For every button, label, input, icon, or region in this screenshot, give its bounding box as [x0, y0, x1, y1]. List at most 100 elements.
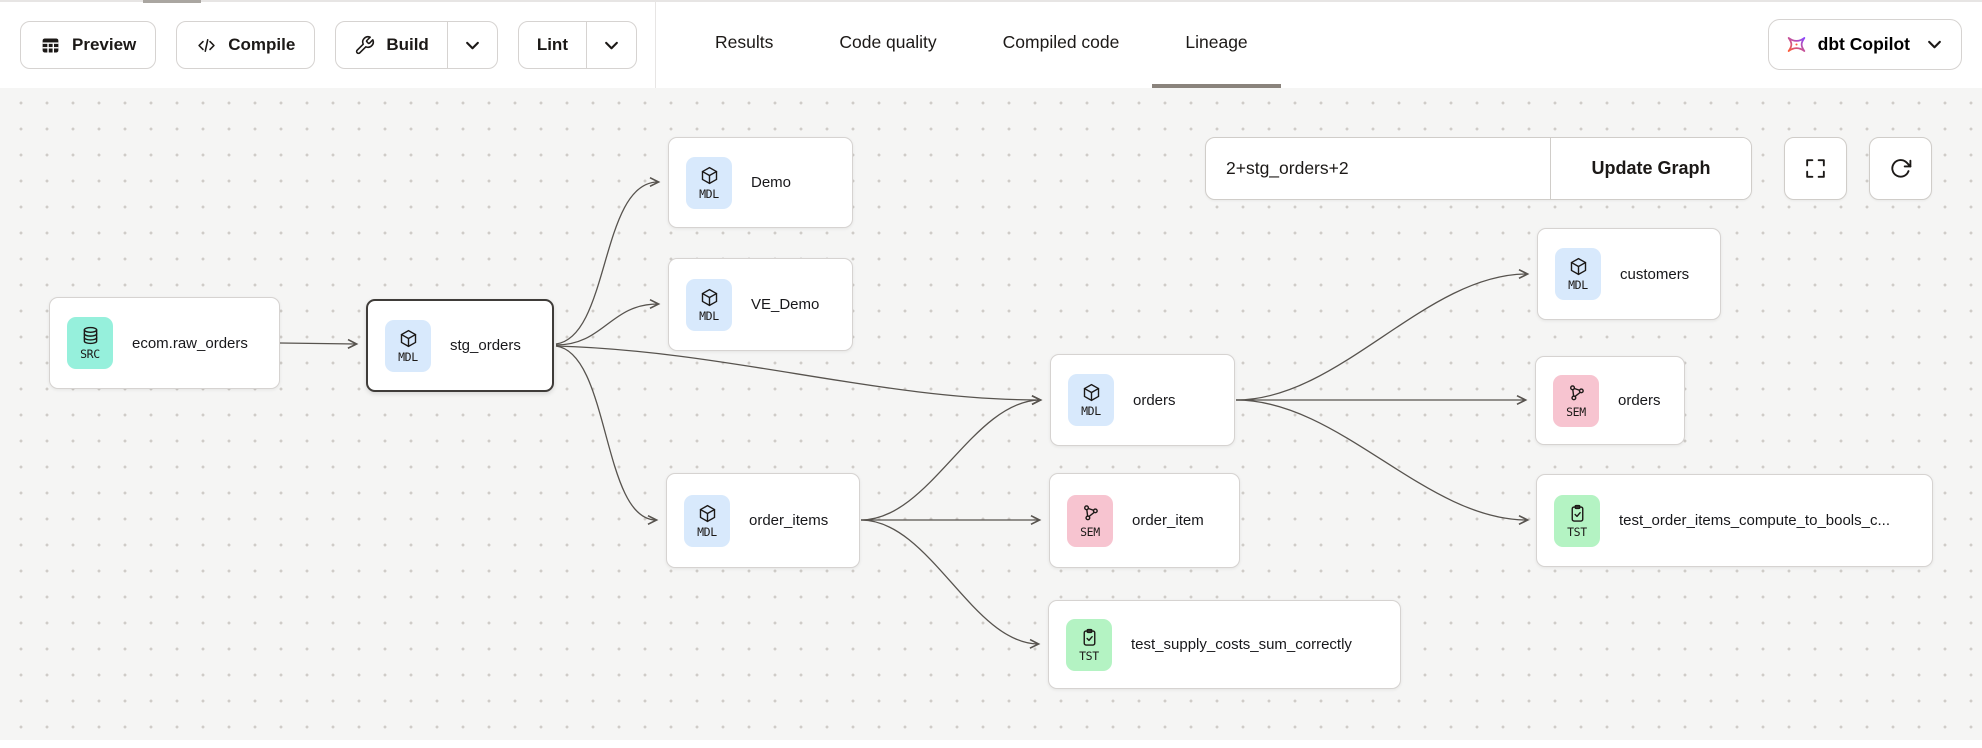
cube-icon [699, 287, 720, 308]
lineage-node-VE_Demo[interactable]: MDL VE_Demo [668, 258, 853, 351]
model-badge: MDL [385, 319, 431, 372]
badge-label: MDL [1568, 278, 1588, 292]
lint-label: Lint [536, 35, 568, 54]
node-label: test_order_items_compute_to_bools_c... [1619, 512, 1890, 529]
semantic-model-badge: SEM [1067, 494, 1113, 547]
lineage-node-order_item-sem[interactable]: SEM order_item [1049, 473, 1240, 568]
refresh-icon [1891, 159, 1912, 178]
chevron-down-icon [605, 41, 618, 49]
chevron-down-icon [465, 41, 479, 49]
cube-icon [398, 328, 419, 349]
model-badge: MDL [1068, 374, 1114, 426]
test-icon [1567, 503, 1588, 524]
node-label: order_items [749, 512, 829, 529]
edge-raw_orders-stg_orders [279, 338, 359, 349]
lineage-node-customers[interactable]: MDL customers [1537, 228, 1721, 320]
lineage-node-stg_orders[interactable]: MDL stg_orders [366, 299, 554, 392]
cube-icon [1081, 382, 1102, 403]
edge-stg_orders-order_items [555, 345, 659, 526]
dbt-copilot-icon [1787, 36, 1805, 52]
fullscreen-icon [1806, 159, 1825, 178]
badge-label: SRC [80, 347, 100, 361]
copilot-label: dbt Copilot [1817, 33, 1910, 54]
badge-label: MDL [699, 186, 719, 201]
tab-results-label: Results [714, 31, 774, 52]
update-graph-label: Update Graph [1591, 158, 1711, 178]
build-button[interactable]: Build [336, 22, 447, 68]
lineage-node-orders-model[interactable]: MDL orders [1050, 354, 1235, 446]
dbt-copilot-button[interactable]: dbt Copilot [1767, 18, 1962, 70]
lineage-node-order_items[interactable]: MDL order_items [666, 473, 860, 568]
lineage-node-test_order_items[interactable]: TST test_order_items_compute_to_bools_c.… [1536, 474, 1933, 567]
node-label: orders [1133, 391, 1176, 409]
build-label: Build [386, 35, 429, 54]
compile-button[interactable]: Compile [176, 21, 316, 69]
selector-input[interactable] [1206, 138, 1550, 199]
model-badge: MDL [1555, 248, 1601, 300]
tab-lineage[interactable]: Lineage [1152, 0, 1281, 88]
toolbar: Preview Compile Build [0, 0, 1982, 88]
lint-button[interactable]: Lint [519, 22, 586, 68]
lineage-node-Demo[interactable]: MDL Demo [668, 137, 853, 228]
badge-label: MDL [697, 524, 717, 539]
badge-label: SEM [1566, 404, 1586, 419]
edge-stg_orders-Demo [555, 176, 661, 345]
cube-icon [699, 165, 720, 186]
semantic-model-icon [1080, 503, 1101, 524]
result-tabs: Results Code quality Compiled code Linea… [682, 0, 1281, 88]
test-badge: TST [1554, 494, 1600, 547]
compile-label: Compile [228, 35, 296, 54]
node-label: test_supply_costs_sum_correctly [1131, 636, 1352, 653]
lineage-selector: Update Graph [1205, 137, 1752, 200]
semantic-model-icon [1566, 383, 1587, 404]
tab-code-quality-label: Code quality [839, 31, 937, 52]
edge-order_items-orders [860, 395, 1043, 521]
fullscreen-button[interactable] [1784, 137, 1847, 200]
semantic-model-badge: SEM [1553, 374, 1599, 427]
lineage-node-test_supply_costs[interactable]: TST test_supply_costs_sum_correctly [1048, 600, 1401, 689]
node-label: Demo [751, 174, 792, 191]
preview-label: Preview [72, 35, 137, 54]
lint-dropdown-toggle[interactable] [585, 22, 636, 68]
selector-divider [1550, 138, 1551, 199]
lineage-canvas[interactable]: Update Graph SRC ecom.r [0, 88, 1982, 740]
build-dropdown-toggle[interactable] [446, 22, 497, 68]
code-icon [198, 38, 215, 52]
model-badge: MDL [684, 494, 730, 547]
lineage-node-ecom-raw_orders[interactable]: SRC ecom.raw_orders [49, 297, 280, 389]
tab-results[interactable]: Results [682, 0, 806, 88]
lineage-node-orders-sem[interactable]: SEM orders [1535, 356, 1685, 445]
lint-split-button: Lint [517, 21, 637, 69]
tab-code-quality[interactable]: Code quality [806, 0, 969, 88]
badge-label: SEM [1080, 524, 1100, 539]
preview-button[interactable]: Preview [20, 21, 157, 69]
cube-icon [697, 503, 718, 524]
tab-compiled-code[interactable]: Compiled code [970, 0, 1153, 88]
update-graph-button[interactable]: Update Graph [1551, 138, 1751, 199]
edge-orders-customers [1235, 268, 1530, 401]
chevron-down-icon [1928, 40, 1941, 48]
tab-lineage-label: Lineage [1185, 31, 1248, 52]
node-label: ecom.raw_orders [132, 334, 248, 352]
cube-icon [1568, 256, 1589, 277]
edge-order_items-test_supply_costs [860, 519, 1041, 649]
top-border [0, 0, 1982, 2]
node-label: order_item [1132, 512, 1204, 529]
model-badge: MDL [686, 156, 732, 209]
wrench-icon [356, 35, 375, 54]
node-label: orders [1618, 392, 1661, 409]
badge-label: MDL [1081, 404, 1101, 418]
node-label: customers [1620, 265, 1690, 283]
edge-stg_orders-VE_Demo [555, 298, 661, 346]
edge-orders-test_order_items [1235, 399, 1530, 526]
table-icon [42, 38, 59, 52]
edge-stg_orders-orders [555, 345, 1043, 406]
database-icon [80, 325, 101, 346]
tab-compiled-code-label: Compiled code [1002, 31, 1120, 52]
model-badge: MDL [686, 278, 732, 331]
node-label: VE_Demo [751, 296, 820, 313]
refresh-button[interactable] [1869, 137, 1932, 200]
badge-label: TST [1079, 648, 1099, 663]
build-split-button: Build [335, 21, 498, 69]
